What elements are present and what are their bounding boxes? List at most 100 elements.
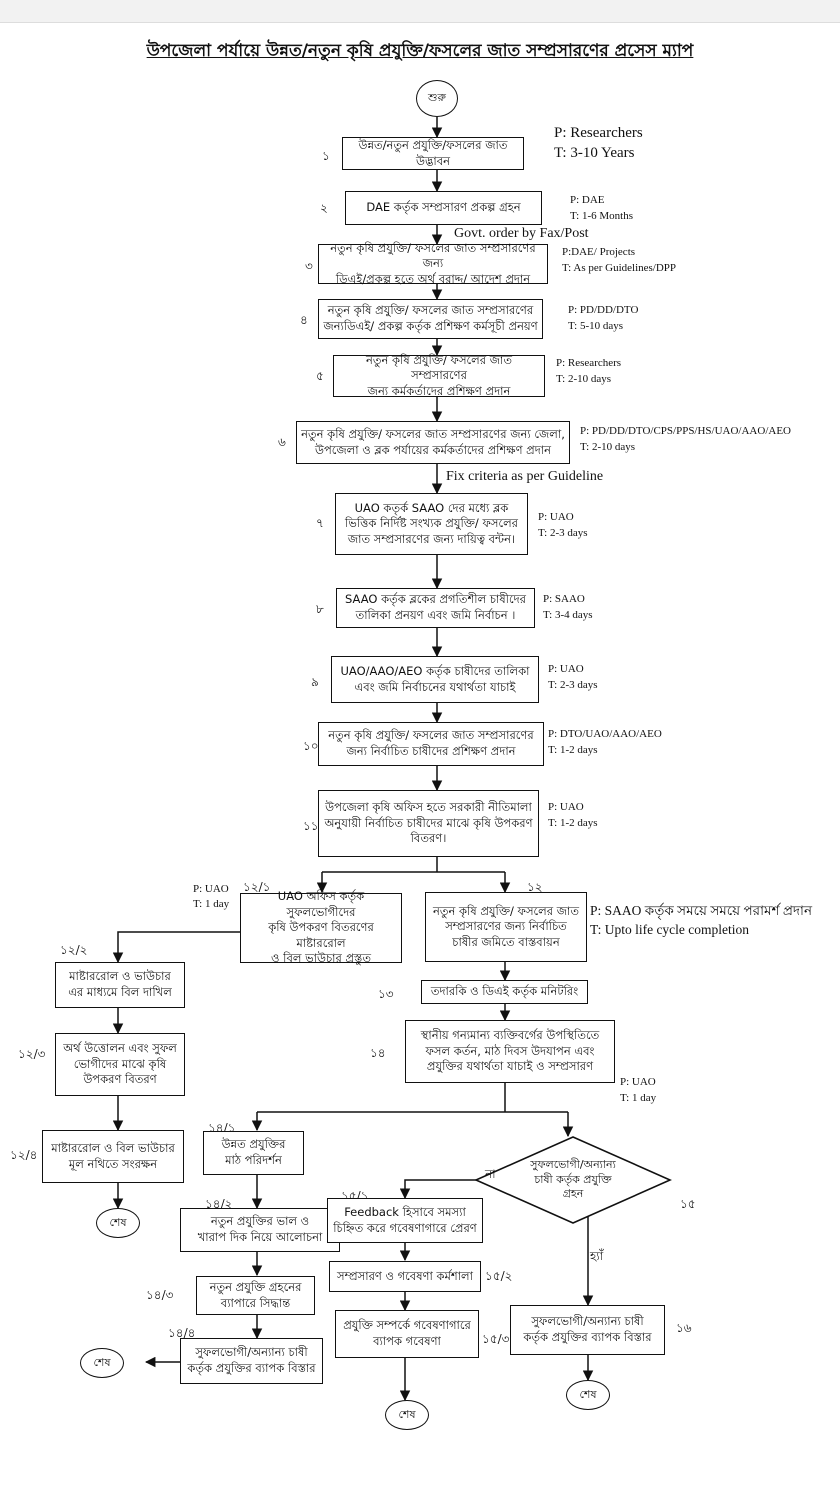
step-9-box: UAO/AAO/AEO কর্তৃক চাষীদের তালিকাএবং জমি… — [331, 656, 539, 703]
box-text: নতুন কৃষি প্রযুক্তি/ ফসলের জাত সম্প্রসার… — [338, 353, 540, 400]
box-line: জন্যডিএই/ প্রকল্প কর্তৃক প্রশিক্ষণ কর্মস… — [323, 319, 538, 333]
box-line: ডিএই/প্রকল্প হতে অর্থ বরাদ্দ/ আদেশ প্রদা… — [335, 271, 531, 286]
step-11-time: T: 1-2 days — [548, 817, 598, 829]
box-line: বিতরণ। — [410, 831, 447, 846]
step-14-2-number: ১৪/২ — [205, 1197, 233, 1211]
step-1-number: ১ — [322, 149, 330, 163]
step-6-time: T: 2-10 days — [580, 441, 636, 453]
box-text: প্রযুক্তি সম্পর্কে গবেষণাগারেব্যাপক গবেষ… — [343, 1318, 471, 1349]
box-line: উপজেলা ও ব্লক পর্যায়ের কর্মকর্তাদের প্র… — [314, 442, 552, 457]
box-line: জন্য কর্মকর্তাদের প্রশিক্ষণ প্রদান — [367, 383, 511, 398]
box-line: অনুযায়ী নির্বাচিত চাষীদের মাঝে কৃষি উপক… — [324, 815, 533, 830]
arrow-11-split — [322, 857, 505, 873]
box-line: সম্প্রসারণ ও গবেষণা কর্মশালা — [337, 1268, 473, 1283]
box-line: নতুন প্রযুক্তির ভাল ও — [210, 1214, 310, 1229]
box-line: ভিত্তিক নির্দিষ্ট সংখ্যক প্রযুক্তি/ ফসলে… — [345, 516, 518, 531]
box-line: নতুন কৃষি প্রযুক্তি/ ফসলের জাত সম্প্রসার… — [366, 352, 512, 383]
box-line: ব্যাপক গবেষণা — [373, 1334, 441, 1348]
box-line: নতুন প্রযুক্তি গ্রহনের — [209, 1279, 302, 1294]
box-line: মূল নথিতে সংরক্ষন — [68, 1156, 158, 1171]
start-oval: শুরু — [416, 80, 458, 117]
box-line: প্রযুক্তি সম্পর্কে গবেষণাগারে — [343, 1318, 471, 1333]
box-line: UAO অফিস কর্তৃক সুফলভোগীদের — [277, 889, 365, 919]
box-text: DAE কর্তৃক সম্প্রসারণ প্রকল্প গ্রহন — [366, 200, 520, 216]
step-6-box: নতুন কৃষি প্রযুক্তি/ ফসলের জাত সম্প্রসার… — [296, 421, 570, 464]
box-line: ও বিল ভাউচার প্রস্তুত — [271, 951, 371, 966]
step-14-4-box: সুফলভোগী/অন্যান্য চাষীকর্তৃক প্রযুক্তির … — [180, 1338, 323, 1384]
box-line: Feedback হিসাবে সমস্যা — [344, 1204, 466, 1219]
box-line: প্রযুক্তির যথার্থতা যাচাই ও সম্প্রসারণ — [426, 1059, 594, 1074]
step-3-person: P:DAE/ Projects — [562, 246, 636, 258]
box-line: খারাপ দিক নিয়ে আলোচনা — [197, 1230, 323, 1244]
end-oval-14-4: শেষ — [80, 1348, 124, 1378]
step-12-number: ১২ — [527, 880, 543, 894]
box-line: চাষী কর্তৃক প্রযুক্তি — [534, 1172, 612, 1186]
box-line: উন্নত/নতুন প্রযুক্তি/ফসলের জাত উদ্ভাবন — [358, 137, 508, 168]
box-line: এর মাধ্যমে বিল দাখিল — [68, 985, 172, 999]
box-text: সুফলভোগী/অন্যান্য চাষীকর্তৃক প্রযুক্তির … — [187, 1345, 315, 1376]
end-oval-16: শেষ — [566, 1380, 610, 1410]
step-15-3-box: প্রযুক্তি সম্পর্কে গবেষণাগারেব্যাপক গবেষ… — [335, 1310, 479, 1358]
box-text: নতুন কৃষি প্রযুক্তি/ ফসলের জাত সম্প্রসার… — [328, 728, 533, 759]
step-12-person: P: SAAO কর্তৃক সময়ে সময়ে পরামর্শ প্রদা… — [590, 903, 812, 918]
step-12-4-number: ১২/৪ — [10, 1148, 38, 1162]
step-11-number: ১১ — [303, 819, 319, 833]
step-9-number: ৯ — [311, 675, 319, 689]
box-line: গ্রহন — [562, 1187, 584, 1201]
step-6-number: ৬ — [278, 435, 286, 449]
box-text: উন্নত/নতুন প্রযুক্তি/ফসলের জাত উদ্ভাবন — [347, 138, 519, 169]
box-line: কর্তৃক প্রযুক্তির ব্যাপক বিস্তার — [187, 1361, 316, 1375]
step-1-person: P: Researchers — [554, 125, 643, 141]
step-4-person: P: PD/DD/DTO — [568, 304, 639, 316]
step-3-number: ৩ — [305, 259, 313, 273]
box-line: সুফলভোগী/অন্যান্য চাষী — [531, 1314, 644, 1329]
box-line: জাত সম্প্রসারণের জন্য দায়িত্ব বন্টন। — [347, 531, 516, 546]
step-12-1-time: T: 1 day — [193, 898, 230, 910]
step-7-person: P: UAO — [538, 511, 574, 523]
step-11-person: P: UAO — [548, 801, 584, 813]
page-title: উপজেলা পর্যায়ে উন্নত/নতুন কৃষি প্রযুক্ত… — [146, 41, 694, 61]
box-text: উপজেলা কৃষি অফিস হতে সরকারী নীতিমালাঅনুয… — [324, 800, 532, 847]
box-line: সুফলভোগী/অন্যান্য চাষী — [195, 1345, 308, 1360]
box-line: উপকরণ বিতরণ — [83, 1072, 157, 1087]
box-line: সম্প্রসারণের জন্য নির্বাচিত — [445, 919, 567, 934]
box-line: সুফলভোগী/অন্যান্য — [530, 1157, 616, 1171]
step-2-box: DAE কর্তৃক সম্প্রসারণ প্রকল্প গ্রহন — [345, 191, 542, 225]
step-5-person: P: Researchers — [556, 357, 622, 369]
box-line: স্থানীয় গন্যমান্য ব্যক্তিবর্গের উপস্থিত… — [420, 1028, 600, 1043]
box-text: UAO/AAO/AEO কর্তৃক চাষীদের তালিকাএবং জমি… — [340, 664, 529, 695]
box-line: উন্নত প্রযুক্তির — [221, 1137, 286, 1152]
step-9-time: T: 2-3 days — [548, 679, 598, 691]
step-5-time: T: 2-10 days — [556, 373, 612, 385]
step-12-time: T: Upto life cycle completion — [590, 922, 750, 937]
step-8-time: T: 3-4 days — [543, 609, 593, 621]
end-oval-15-3: শেষ — [385, 1400, 429, 1430]
step-13-number: ১৩ — [378, 987, 394, 1001]
box-line: অর্থ উত্তোলন এবং সুফল — [63, 1041, 177, 1056]
box-line: ফসল কর্তন, মাঠ দিবস উদযাপন এবং — [425, 1043, 595, 1058]
note-govt-order: Govt. order by Fax/Post — [454, 226, 589, 241]
step-2-time: T: 1-6 Months — [570, 210, 634, 222]
box-line: DAE কর্তৃক সম্প্রসারণ প্রকল্প গ্রহন — [366, 200, 521, 215]
box-line: ব্যাপারে সিদ্ধান্ত — [220, 1295, 291, 1310]
box-line: উপজেলা কৃষি অফিস হতে সরকারী নীতিমালা — [325, 800, 532, 815]
box-text: সম্প্রসারণ ও গবেষণা কর্মশালা — [337, 1269, 473, 1285]
arrow-15-no — [399, 1179, 508, 1200]
step-15-2-number: ১৫/২ — [485, 1269, 513, 1283]
arrow-14-split — [257, 1083, 568, 1113]
step-5-box: নতুন কৃষি প্রযুক্তি/ ফসলের জাত সম্প্রসার… — [333, 353, 545, 400]
step-8-number: ৮ — [316, 602, 324, 616]
step-14-number: ১৪ — [370, 1046, 386, 1060]
